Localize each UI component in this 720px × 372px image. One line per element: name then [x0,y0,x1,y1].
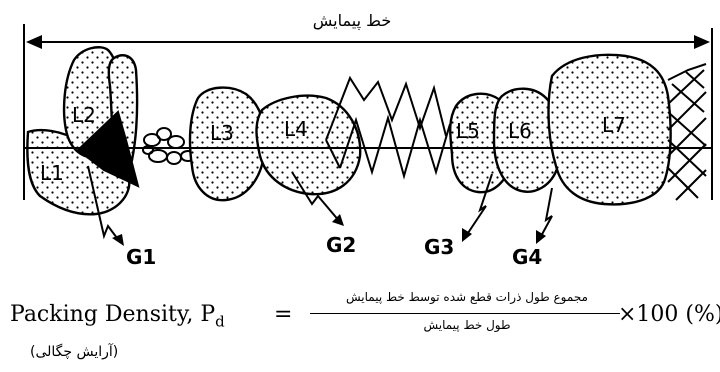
formula-lhs: Packing Density, Pd [10,302,225,331]
grain-label-l2: L2 [72,103,96,127]
grain-l3 [188,86,267,202]
packing-density-formula: Packing Density, Pd = مجموع طول ذرات قطع… [6,288,720,338]
formula-equals: = [274,302,293,327]
gap-label-g2: G2 [326,233,356,257]
formula-fraction: مجموع طول ذرات قطع شده توسط خط پیمایش طو… [304,288,630,338]
measure-line-label: خط پیمایش [313,11,391,31]
grain-label-l1: L1 [40,161,64,185]
formula-denominator: طول خط پیمایش [423,318,511,332]
grain-l7 [547,53,672,206]
caption: (آرایش چگالی) [30,344,119,360]
grain-label-l7: L7 [602,113,626,137]
grain-l6 [492,87,562,193]
gap-arrows [87,165,553,246]
gap-label-g3: G3 [424,235,454,259]
grain-l4 [255,94,362,196]
dimension-arrow [26,35,710,49]
packing-density-diagram: خط پیمایش [23,11,713,269]
formula-numerator: مجموع طول ذرات قطع شده توسط خط پیمایش [345,290,588,304]
gap-label-g1: G1 [126,245,156,269]
grain-label-l3: L3 [210,121,234,145]
formula-rhs: ×100 (%) [618,302,720,327]
small-grains [142,127,196,165]
grain-label-l4: L4 [284,117,308,141]
formula-subscript: d [215,312,225,331]
grain-label-l6: L6 [508,119,532,143]
grain-label-l5: L5 [456,119,480,143]
hatched-region [667,63,707,201]
gap-label-g4: G4 [512,245,542,269]
fraction-bar [310,313,620,314]
